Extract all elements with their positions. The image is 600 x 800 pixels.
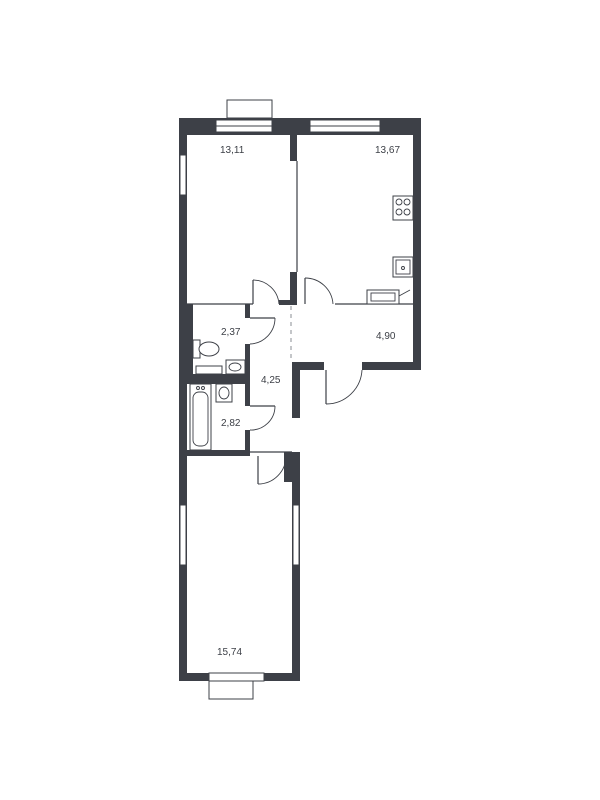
- windows: [179, 99, 381, 700]
- toilet-icon: [192, 339, 220, 359]
- window-right-2: [292, 504, 300, 566]
- door-kitchen: [304, 277, 334, 305]
- washer-icon: [366, 289, 411, 305]
- door-bedroom-2: [257, 452, 292, 485]
- window-bottom: [208, 672, 265, 682]
- exterior-walls: [179, 118, 421, 681]
- door-toilet: [249, 317, 276, 345]
- window-left-2: [179, 504, 187, 566]
- area-hallway: 4,90: [376, 331, 396, 342]
- bathtub-icon: [189, 383, 212, 451]
- washbasin-icon: [225, 359, 246, 375]
- balcony-block-top: [226, 99, 273, 119]
- stove-icon: [392, 195, 414, 221]
- door-entrance: [325, 369, 363, 405]
- balcony-block-bottom: [208, 680, 254, 700]
- interior-walls: [187, 135, 413, 456]
- area-toilet: 2,37: [221, 327, 241, 338]
- area-corridor: 4,25: [261, 375, 281, 386]
- fixtures: [189, 195, 414, 451]
- area-bathroom: 2,82: [221, 418, 241, 429]
- door-bedroom-1: [252, 279, 280, 305]
- bath-washbasin-icon: [215, 383, 233, 403]
- window-left-1: [179, 154, 187, 196]
- area-bedroom-2: 15,74: [217, 647, 242, 658]
- door-bathroom: [249, 405, 276, 431]
- area-kitchen-living: 13,67: [375, 145, 400, 156]
- kitchen-sink-icon: [392, 256, 414, 278]
- shelf-icon: [195, 365, 223, 375]
- room-labels: 13,11 13,67 2,37 4,90 4,25 2,82 15,74: [217, 145, 400, 658]
- doors: [249, 277, 363, 485]
- area-bedroom-1: 13,11: [220, 145, 245, 156]
